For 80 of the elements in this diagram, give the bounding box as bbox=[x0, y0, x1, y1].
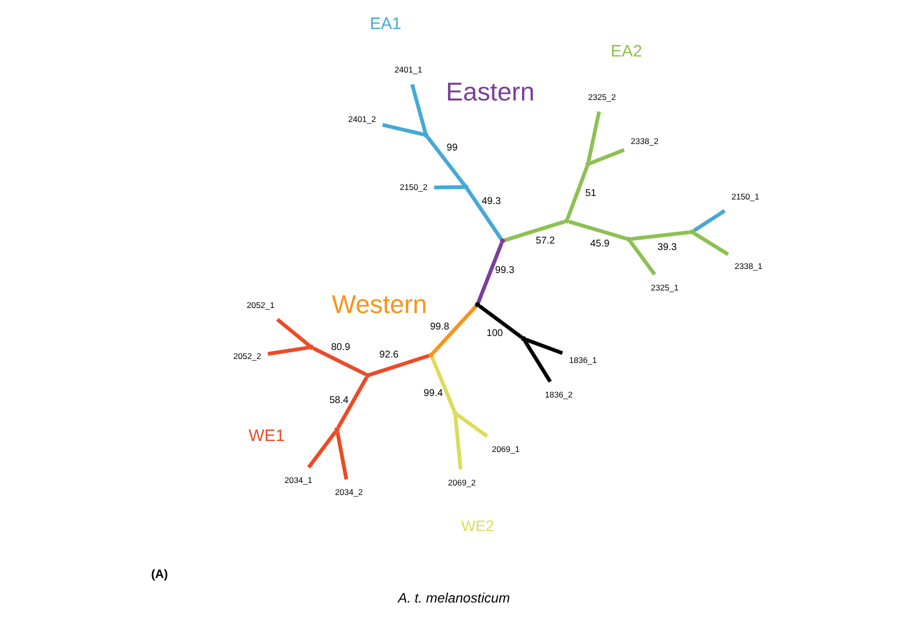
connector bbox=[456, 412, 488, 438]
connector bbox=[566, 166, 589, 220]
node-point bbox=[463, 184, 469, 190]
connector bbox=[336, 376, 368, 429]
edge-label: 99.3 bbox=[495, 264, 514, 276]
edge-label: 99.4 bbox=[424, 388, 443, 400]
node-text: 2034_1 bbox=[284, 475, 312, 486]
label: Eastern bbox=[446, 78, 535, 106]
edge-label: 51 bbox=[585, 188, 596, 199]
connector bbox=[307, 430, 338, 469]
connector bbox=[431, 304, 478, 354]
node-point bbox=[452, 410, 458, 416]
node-point bbox=[520, 336, 526, 342]
connector bbox=[268, 346, 310, 356]
node-text: 2338_2 bbox=[630, 136, 659, 146]
label: EA1 bbox=[370, 14, 402, 34]
connector bbox=[336, 432, 348, 480]
connector bbox=[276, 318, 311, 348]
node-point bbox=[474, 302, 480, 308]
node-point bbox=[500, 238, 506, 244]
connector bbox=[589, 148, 625, 166]
node-text: 2325_2 bbox=[588, 92, 616, 102]
connector bbox=[312, 346, 366, 376]
node-text: 2150_1 bbox=[731, 192, 760, 202]
label: Western bbox=[332, 290, 428, 319]
node-point bbox=[428, 352, 434, 358]
connector bbox=[369, 354, 430, 376]
edge-label: 39.3 bbox=[658, 242, 677, 254]
edge-label: 49.3 bbox=[482, 196, 501, 208]
node-text: 1836_1 bbox=[569, 354, 597, 365]
connector bbox=[630, 230, 690, 241]
connector bbox=[434, 185, 464, 190]
connector bbox=[692, 209, 726, 232]
node-point bbox=[689, 229, 694, 234]
caption: A. t. melanosticum bbox=[398, 590, 510, 606]
connector bbox=[426, 136, 466, 186]
node-point bbox=[585, 162, 591, 167]
node-text: 2150_2 bbox=[400, 182, 428, 192]
label: WE2 bbox=[461, 518, 494, 535]
edge-label: 58.4 bbox=[329, 394, 348, 406]
node-point bbox=[334, 427, 340, 432]
connector bbox=[525, 338, 564, 355]
node-text: 2325_1 bbox=[650, 282, 679, 292]
connector bbox=[568, 220, 628, 240]
edge-label: 99.8 bbox=[430, 321, 450, 332]
connector bbox=[382, 123, 424, 136]
node-point bbox=[564, 218, 570, 224]
connector bbox=[586, 111, 601, 162]
connector bbox=[410, 84, 428, 134]
node-point bbox=[423, 132, 429, 138]
node-text: 2034_2 bbox=[335, 487, 363, 498]
label: (A) bbox=[151, 567, 168, 582]
label: EA2 bbox=[610, 41, 642, 60]
label: WE1 bbox=[248, 426, 285, 446]
node-text: 2052_1 bbox=[246, 300, 274, 310]
edge-label: 57.2 bbox=[536, 236, 555, 247]
connector bbox=[478, 304, 523, 339]
node-text: 2069_1 bbox=[492, 444, 520, 454]
connector bbox=[628, 240, 656, 276]
connector bbox=[430, 356, 456, 412]
connector bbox=[692, 232, 730, 256]
node-text: 2069_2 bbox=[448, 477, 476, 488]
node-text: 2401_1 bbox=[394, 64, 422, 75]
edge-label: 92.6 bbox=[379, 350, 399, 361]
node-text: 2338_1 bbox=[734, 261, 762, 272]
node-point bbox=[365, 372, 370, 378]
node-point bbox=[308, 344, 314, 350]
edge-label: 100 bbox=[486, 328, 503, 339]
connector bbox=[466, 188, 503, 240]
edge-label: 80.9 bbox=[331, 342, 350, 354]
node-point bbox=[626, 236, 632, 242]
connector bbox=[504, 220, 566, 242]
edge-label: 45.9 bbox=[590, 238, 610, 250]
node-text: 1836_2 bbox=[544, 389, 573, 400]
node-text: 2052_2 bbox=[233, 351, 262, 362]
connector bbox=[453, 415, 462, 470]
connector bbox=[523, 340, 552, 383]
edge-label: 99 bbox=[446, 142, 458, 154]
connector bbox=[476, 242, 504, 304]
node-text: 2401_2 bbox=[348, 114, 376, 124]
